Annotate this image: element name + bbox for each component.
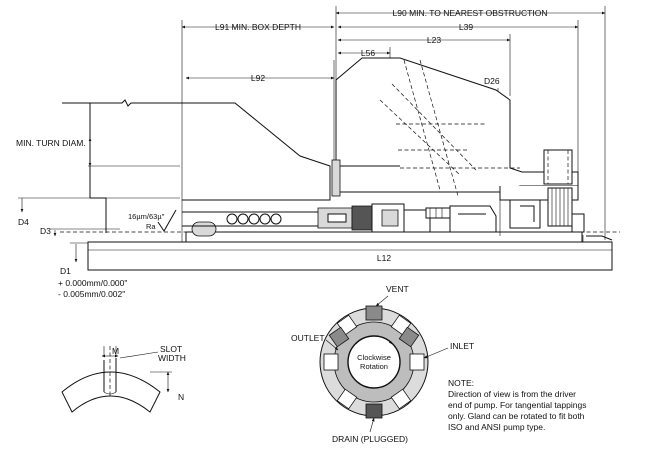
gland-bolt xyxy=(543,149,573,227)
dim-d1: D1 xyxy=(60,266,71,276)
dim-l90: L90 MIN. TO NEAREST OBSTRUCTION xyxy=(393,8,548,18)
inlet-port xyxy=(398,326,420,348)
gland-end-view xyxy=(319,295,449,433)
note-line-2: end of pump. For tangential tappings xyxy=(448,400,586,410)
surface-finish-value: 16µm/63µ" xyxy=(128,212,165,221)
dim-d4: D4 xyxy=(18,217,29,227)
outlet-port xyxy=(328,326,350,348)
gland-vent-label: VENT xyxy=(386,284,409,294)
note-line-3: only. Gland can be rotated to fit both xyxy=(448,411,585,421)
slot-m-label: M xyxy=(112,346,119,356)
note-line-1: Direction of view is from the driver xyxy=(448,389,576,399)
rotation-arrow-icon xyxy=(355,335,393,345)
slot-n-label: N xyxy=(178,392,184,402)
surface-finish-ra: Ra xyxy=(146,222,156,231)
dim-l56: L56 xyxy=(361,48,375,58)
slot-detail xyxy=(61,346,172,413)
rotation-label-2: Rotation xyxy=(360,362,388,371)
sleeve xyxy=(185,231,583,243)
dim-l91: L91 MIN. BOX DEPTH xyxy=(215,22,301,32)
note-line-4: ISO and ANSI pump type. xyxy=(448,422,545,432)
set-screw xyxy=(425,207,451,219)
slot-width-label-2: WIDTH xyxy=(158,353,186,363)
gland-outlet-label: OUTLET xyxy=(291,333,325,343)
rotation-label-1: Clockwise xyxy=(357,353,391,362)
surface-finish-icon xyxy=(157,209,177,232)
gland-gasket xyxy=(331,159,341,197)
slot-width-label-1: SLOT xyxy=(160,344,182,354)
vent-port xyxy=(365,305,383,321)
seal-cross-section xyxy=(60,57,620,271)
spring xyxy=(226,213,282,225)
dim-l12: L12 xyxy=(377,253,391,263)
note-heading: NOTE: xyxy=(448,378,474,388)
tolerance-minus: - 0.005mm/0.002" xyxy=(58,289,125,299)
o-ring xyxy=(191,221,217,237)
shaft xyxy=(87,241,613,271)
dim-l92: L92 xyxy=(251,73,265,83)
dim-l23: L23 xyxy=(427,35,441,45)
tolerance-plus: + 0.000mm/0.000" xyxy=(58,278,127,288)
dim-d3: D3 xyxy=(40,226,51,236)
dim-l39: L39 xyxy=(459,22,473,32)
gland-inlet-label: INLET xyxy=(450,341,474,351)
dim-d26: D26 xyxy=(484,76,500,86)
gland-drain-label: DRAIN (PLUGGED) xyxy=(332,434,408,444)
dim-min-turn-diam: MIN. TURN DIAM. xyxy=(16,138,86,148)
drain-port xyxy=(365,403,383,419)
